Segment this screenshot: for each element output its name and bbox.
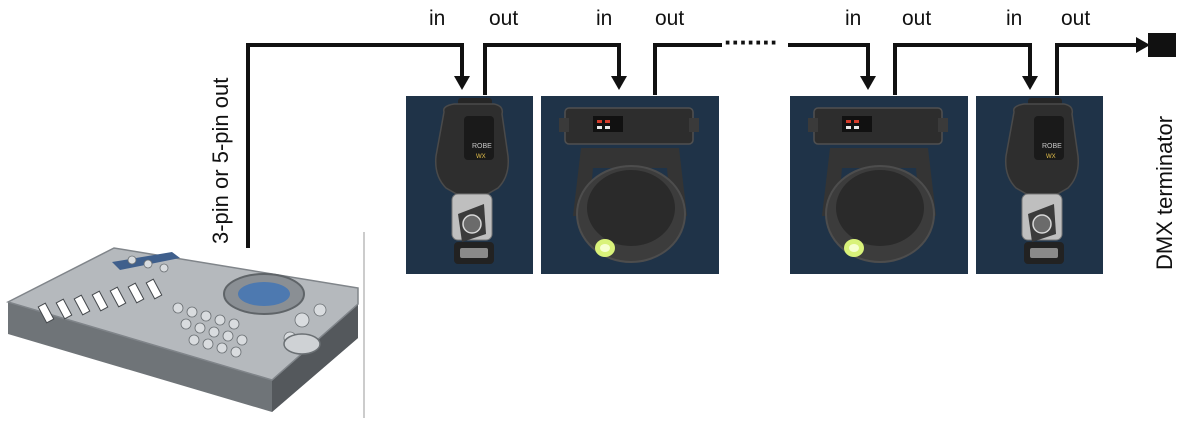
moving-head-spot-icon: ROBE WX xyxy=(1004,98,1080,264)
moving-head-spot-icon: ROBE WX xyxy=(434,98,510,264)
dmx-terminator-icon xyxy=(1148,33,1176,57)
fixture-3-moving-head-wash xyxy=(790,96,968,274)
cable-fixture-2-out xyxy=(653,43,722,95)
cable-fixture-4-to-terminator xyxy=(1055,43,1140,95)
cable-type-label: 3-pin or 5-pin out xyxy=(208,77,233,244)
fixture-4-moving-head-spot: ROBE WX xyxy=(976,96,1103,274)
moving-head-wash-icon xyxy=(808,107,948,263)
arrow-down-icon xyxy=(860,76,876,90)
svg-text:ROBE: ROBE xyxy=(1042,143,1062,150)
cable-fixture-3-to-4 xyxy=(893,43,1032,95)
cable-to-fixture-3 xyxy=(788,43,870,78)
moving-head-wash-icon xyxy=(559,107,699,263)
cable-fixture-1-to-2 xyxy=(483,43,621,95)
svg-text:WX: WX xyxy=(1046,154,1056,160)
label-out-fixture-4: out xyxy=(1061,7,1091,30)
arrow-down-icon xyxy=(454,76,470,90)
arrow-right-icon xyxy=(1136,37,1150,53)
arrow-down-icon xyxy=(1022,76,1038,90)
label-out-fixture-2: out xyxy=(655,7,685,30)
label-in-fixture-3: in xyxy=(845,7,862,30)
fixture-1-moving-head-spot: ROBE WX xyxy=(406,96,533,274)
label-out-fixture-1: out xyxy=(489,7,519,30)
fixture-2-moving-head-wash xyxy=(541,96,719,274)
lighting-console-icon xyxy=(5,247,359,412)
arrow-down-icon xyxy=(611,76,627,90)
label-in-fixture-4: in xyxy=(1006,7,1023,30)
svg-text:ROBE: ROBE xyxy=(472,143,492,150)
label-in-fixture-2: in xyxy=(596,7,613,30)
cable-console-to-fixture-1 xyxy=(246,43,464,248)
label-out-fixture-3: out xyxy=(902,7,932,30)
svg-text:WX: WX xyxy=(476,154,486,160)
chain-ellipsis: ······· xyxy=(724,27,778,57)
label-in-fixture-1: in xyxy=(429,7,446,30)
dmx-terminator-label: DMX terminator xyxy=(1152,115,1177,270)
